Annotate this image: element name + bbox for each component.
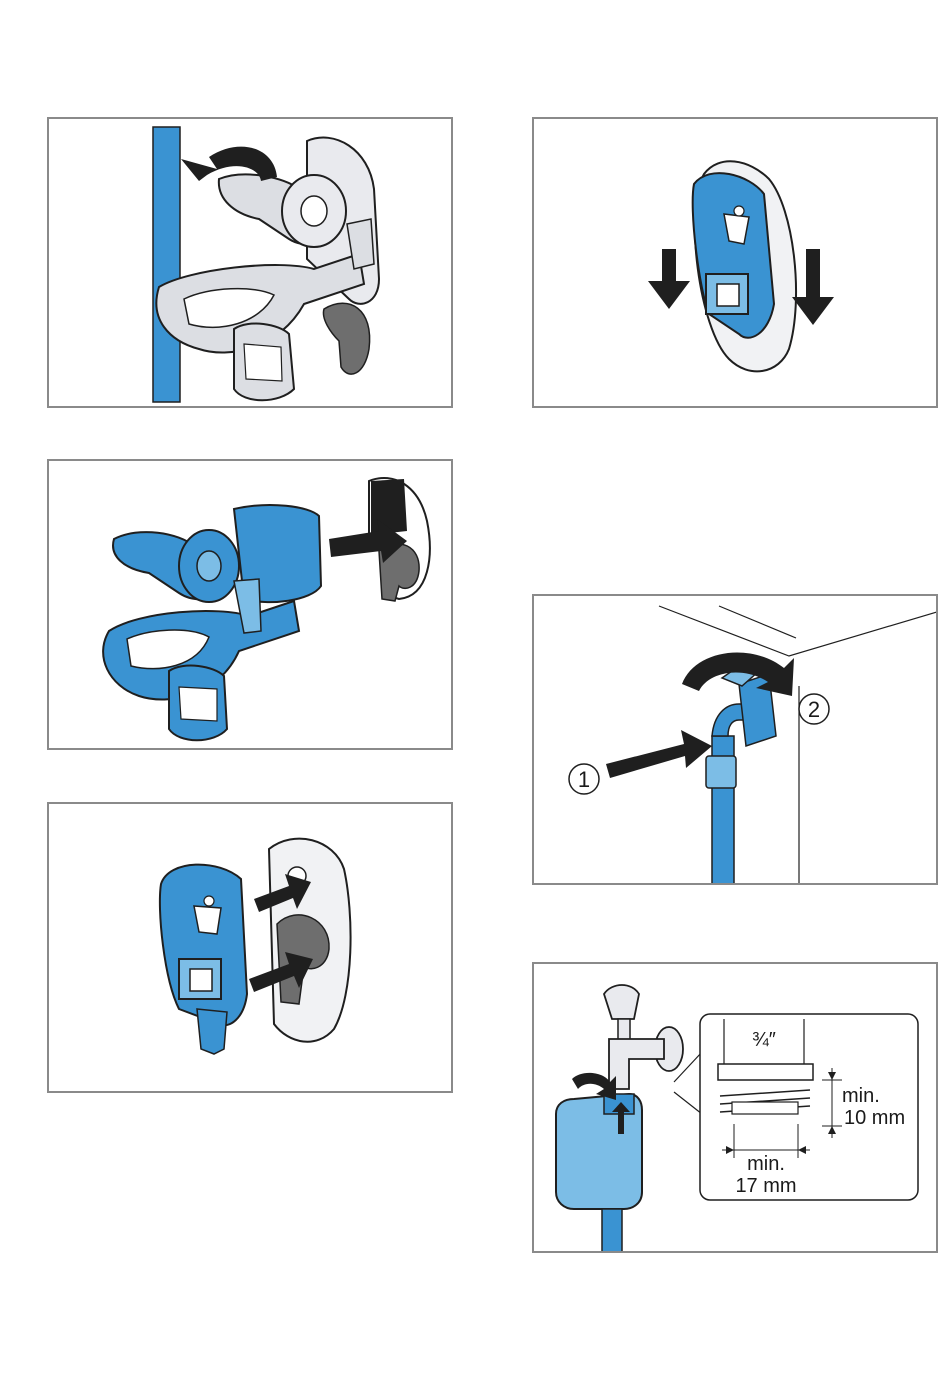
- clip-rotate-illustration: [49, 119, 453, 408]
- clip-notch: [194, 906, 221, 934]
- tap-thread-end: [718, 1064, 813, 1080]
- seal-washer: [732, 1102, 798, 1114]
- square-opening: [717, 284, 739, 306]
- blue-clip: [160, 865, 247, 1026]
- clip-screw: [734, 206, 744, 216]
- blue-pipe: [153, 127, 180, 402]
- panel-mount-clip: [47, 802, 453, 1093]
- tap-connector-illustration: ¾″ min. 10 mm min. 17 mm: [534, 964, 938, 1253]
- min-width-line2: 17 mm: [735, 1175, 796, 1197]
- clip-hole: [301, 196, 327, 226]
- tap-stem: [618, 1019, 630, 1041]
- push-down-illustration: [534, 119, 938, 408]
- clip-tail: [197, 1009, 227, 1054]
- thread-size-label: ¾″: [752, 1029, 776, 1051]
- panel-clip-rotate: [47, 117, 453, 408]
- keyhole-slot: [323, 303, 369, 374]
- push-arrow: [606, 730, 712, 778]
- connect-hose-illustration: 1 2: [534, 596, 938, 885]
- clip-lower-opening: [179, 687, 217, 721]
- min-height-line2: 10 mm: [844, 1107, 905, 1129]
- panel-push-down: [532, 117, 938, 408]
- tap-body: [609, 1039, 664, 1089]
- mount-clip-illustration: [49, 804, 453, 1093]
- callout-1-label: 1: [578, 767, 590, 792]
- clip-hole: [197, 551, 221, 581]
- machine-top-edge: [659, 606, 938, 656]
- clip-screw: [204, 896, 214, 906]
- min-height-line1: min.: [842, 1085, 880, 1107]
- blue-hose: [602, 1209, 622, 1253]
- min-width-line1: min.: [747, 1153, 785, 1175]
- down-arrows-icon: [648, 249, 690, 309]
- clip-lower-opening: [244, 344, 282, 381]
- callout-line-bottom: [674, 1092, 702, 1114]
- tap-handle: [604, 985, 639, 1019]
- panel-insert-clip: [47, 459, 453, 750]
- down-arrow-right: [792, 249, 834, 325]
- panel-tap-connector: ¾″ min. 10 mm min. 17 mm: [532, 962, 938, 1253]
- insert-clip-illustration: [49, 461, 453, 750]
- hose-nut: [706, 756, 736, 788]
- square-opening: [190, 969, 212, 991]
- panel-connect-hose: 1 2: [532, 594, 938, 885]
- callout-2-label: 2: [808, 697, 820, 722]
